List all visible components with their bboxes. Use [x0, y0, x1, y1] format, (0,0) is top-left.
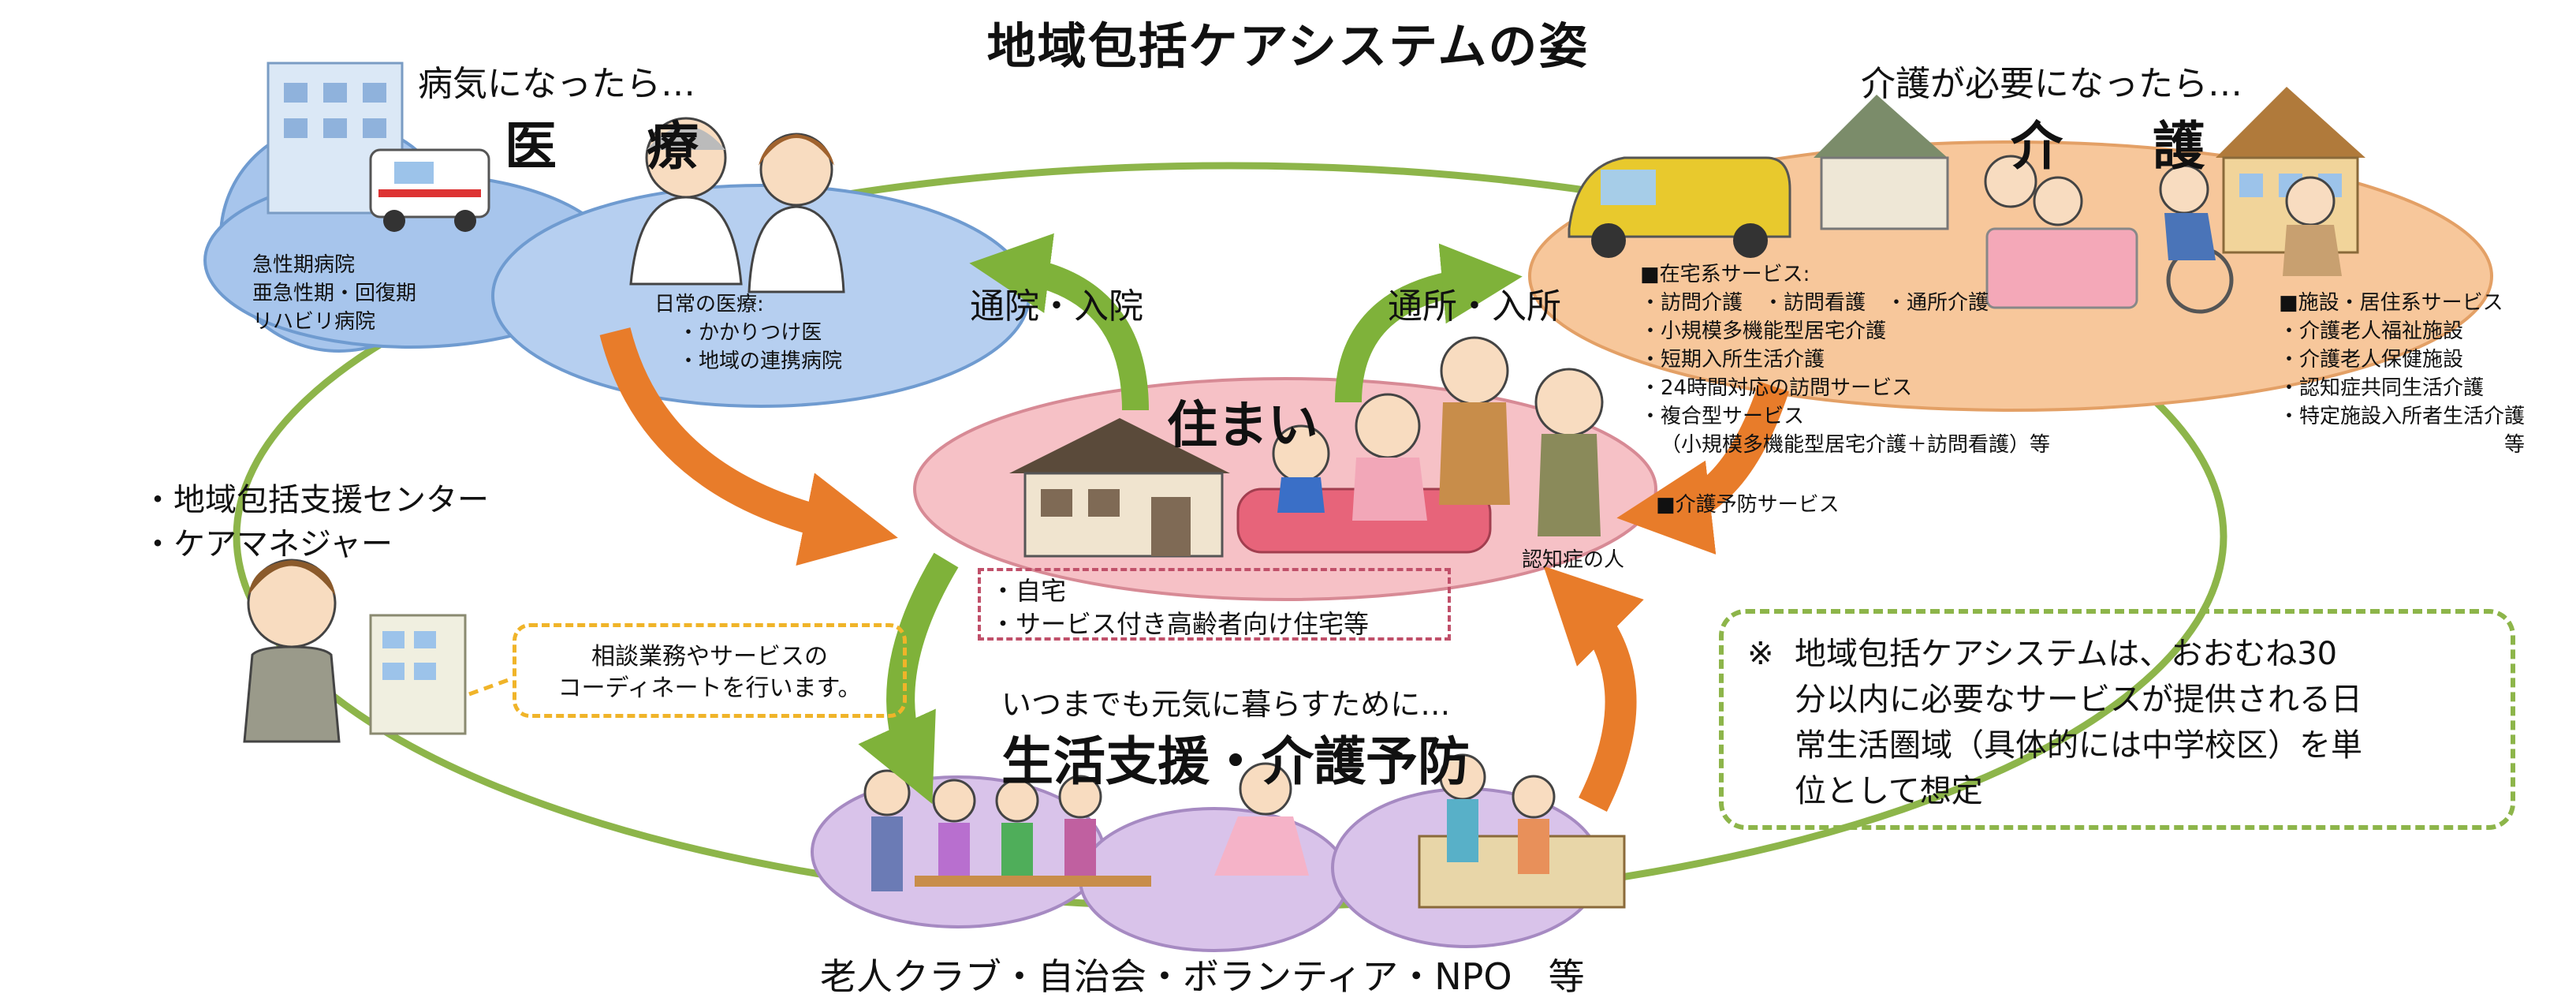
daily-care-block: 日常の医療: ・かかりつけ医 ・地域の連携病院	[654, 290, 842, 375]
housing-to-hospital-arrow	[969, 233, 1149, 411]
facility-item: ・認知症共同生活介護	[2279, 376, 2485, 400]
daily-care-item: ・地域の連携病院	[678, 349, 843, 373]
wheelchair-illustration	[2159, 164, 2342, 314]
hospital-flow-label: 通院・入院	[970, 286, 1143, 327]
facility-item: ・介護老人保健施設	[2279, 348, 2464, 372]
medical-caption: 病気になったら…	[418, 64, 695, 104]
house-illustration	[1009, 418, 1230, 558]
bath-assistance-illustration	[1984, 155, 2138, 309]
housing-heading: 住まい	[1167, 397, 1318, 455]
living-support-footer: 老人クラブ・自治会・ボランティア・NPO 等	[820, 955, 1585, 998]
daily-care-item: ・かかりつけ医	[678, 321, 822, 345]
care-to-housing-arrow	[1616, 381, 1789, 555]
support-center-block: ・地域包括支援センター ・ケアマネジャー	[142, 478, 489, 566]
note-line: 位として想定	[1795, 773, 1983, 809]
dementia-label: 認知症の人	[1522, 548, 1625, 572]
facility-item: 等	[2504, 433, 2526, 457]
care-van-illustration	[1568, 156, 1791, 258]
home-services-title: ■在宅系サービス:	[1640, 263, 1810, 286]
housing-types-box: ・自宅 ・サービス付き高齢者向け住宅等	[978, 568, 1451, 641]
housing-to-care-arrow	[1335, 243, 1523, 403]
family-sofa-illustration	[1236, 336, 1604, 554]
hospital-to-housing-arrow	[599, 327, 898, 566]
care-caption: 介護が必要になったら…	[1861, 64, 2242, 104]
bubble-line: 相談業務やサービスの	[591, 643, 828, 671]
note-line: 分以内に必要なサービスが提供される日	[1795, 682, 2362, 718]
home-service-item: ・小規模多機能型居宅介護	[1640, 319, 1887, 343]
hospital-item: リハビリ病院	[252, 310, 376, 334]
hospital-item: 亜急性期・回復期	[252, 282, 417, 305]
bubble-connector	[468, 676, 513, 697]
facility-title: ■施設・居住系サービス	[2279, 291, 2503, 315]
home-services-block: ■在宅系サービス: ・訪問介護 ・訪問看護 ・通所介護 ・小規模多機能型居宅介護…	[1640, 260, 2050, 459]
note-line: 常生活圏域（具体的には中学校区）を単	[1795, 727, 2362, 764]
home-service-item: ・短期入所生活介護	[1640, 348, 1825, 372]
facility-item: ・介護老人福祉施設	[2279, 319, 2464, 343]
hospital-item: 急性期病院	[252, 253, 356, 277]
note-mark: ※	[1747, 636, 1774, 672]
living-support-heading: 生活支援・介護予防	[1001, 731, 1470, 792]
facility-services-block: ■施設・居住系サービス ・介護老人福祉施設 ・介護老人保健施設 ・認知症共同生活…	[2279, 289, 2525, 459]
home-service-item: （小規模多機能型居宅介護＋訪問看護）等	[1661, 433, 2051, 457]
hospital-list: 急性期病院 亜急性期・回復期 リハビリ病院	[252, 251, 416, 336]
bubble-line: コーディネートを行います。	[557, 674, 862, 702]
home-service-item: ・複合型サービス	[1640, 405, 1805, 428]
hospital-building-illustration	[267, 62, 490, 232]
support-center-item: ・地域包括支援センター	[142, 482, 489, 518]
home-service-item: ・訪問介護 ・訪問看護 ・通所介護	[1640, 291, 1989, 315]
facility-item: ・特定施設入所者生活介護	[2279, 405, 2526, 428]
housing-type-item: ・自宅	[990, 576, 1067, 606]
daily-care-title: 日常の医療:	[654, 293, 764, 316]
daycare-flow-label: 通所・入所	[1388, 286, 1561, 327]
support-center-item: ・ケアマネジャー	[142, 526, 393, 562]
prevention-service-label: ■介護予防サービス	[1656, 493, 1840, 517]
seniors-activity-illustration	[863, 753, 1626, 909]
page-title: 地域包括ケアシステムの姿	[986, 17, 1590, 75]
living-support-caption: いつまでも元気に暮らすために…	[1001, 687, 1451, 722]
support-to-housing-arrow	[1543, 566, 1644, 812]
medical-heading: 医 療	[505, 116, 718, 177]
service-area-note: ※ 地域包括ケアシステムは、おおむね30 分以内に必要なサービスが提供される日 …	[1719, 609, 2515, 830]
home-service-item: ・24時間対応の訪問サービス	[1640, 376, 1913, 400]
housing-to-support-arrow	[858, 552, 959, 805]
care-heading: 介 護	[2011, 116, 2224, 177]
note-line: 地域包括ケアシステムは、おおむね30	[1795, 636, 2338, 672]
doctor-nurse-illustration	[629, 117, 845, 293]
support-center-bubble: 相談業務やサービスの コーディネートを行います。	[513, 623, 907, 718]
housing-type-item: ・サービス付き高齢者向け住宅等	[990, 609, 1370, 639]
care-manager-illustration	[243, 559, 467, 743]
